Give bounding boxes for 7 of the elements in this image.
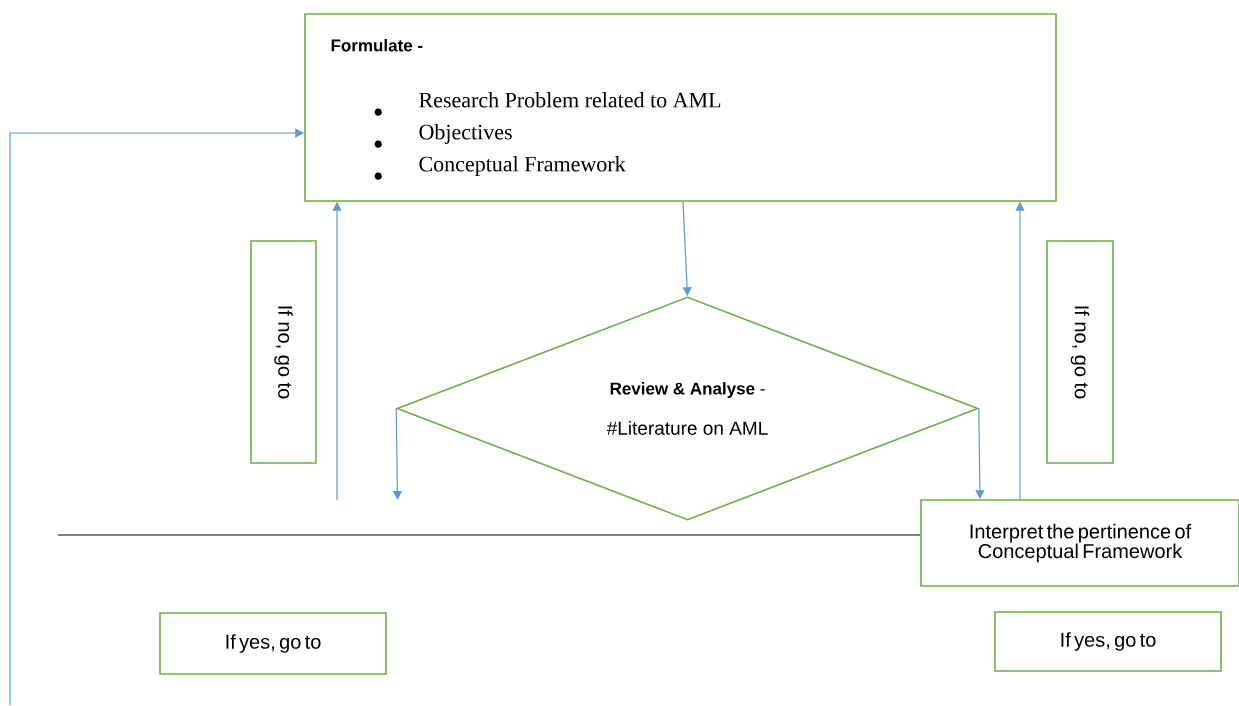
process-box: If yes, go to — [994, 611, 1222, 672]
decision-label-box: If no, go to — [250, 240, 317, 464]
process-box: Interpret the pertinence of Conceptual Framework — [920, 499, 1239, 587]
decision-label-box: If no, go to — [1046, 240, 1114, 464]
process-box: Formulate - Research Problem related to AML Objectives Conceptual Framework — [304, 13, 1057, 202]
process-box: If yes, go to — [159, 612, 387, 675]
connector-line — [57, 534, 921, 536]
